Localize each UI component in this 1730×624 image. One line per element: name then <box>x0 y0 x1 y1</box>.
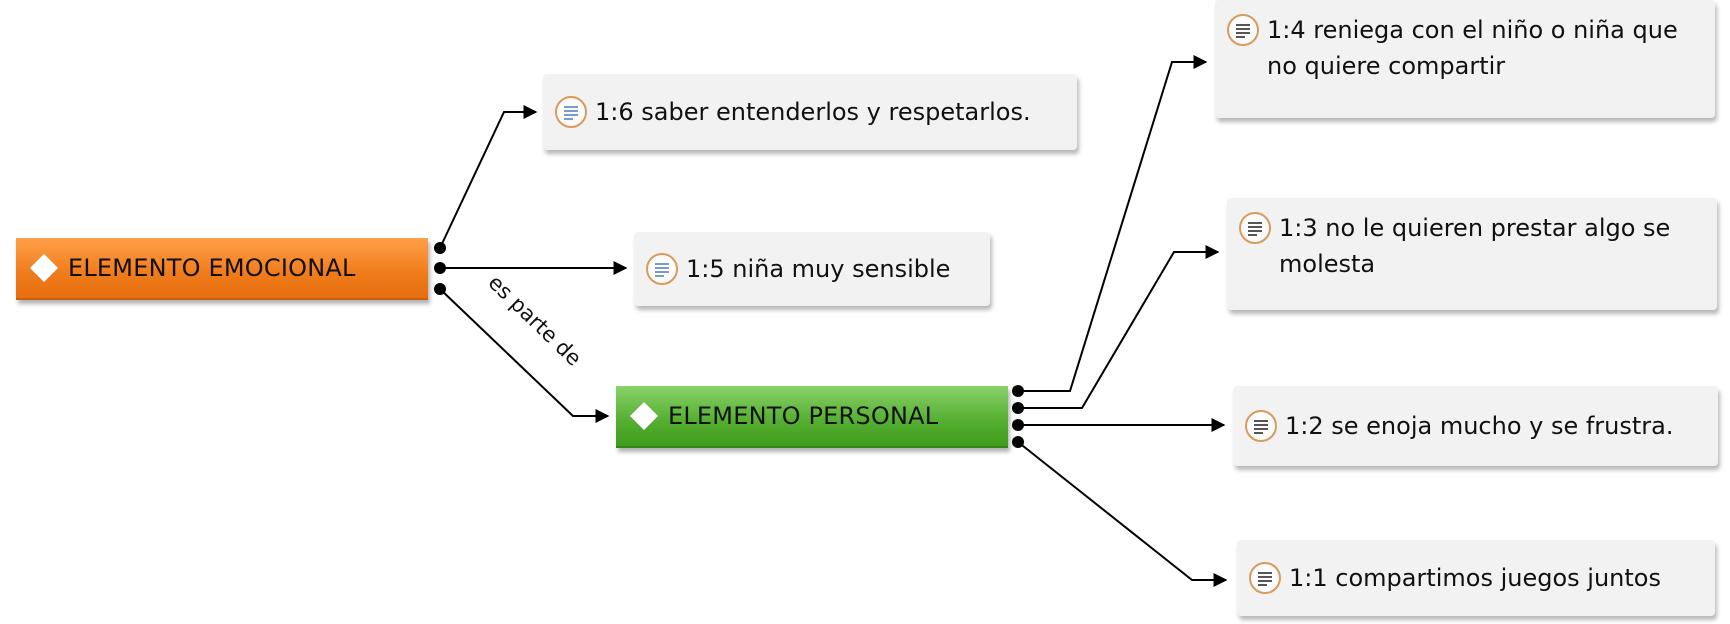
port-dot <box>1012 419 1024 431</box>
document-icon <box>1249 562 1281 594</box>
code-label: 1:1 compartimos juegos juntos <box>1289 564 1661 592</box>
code-label: 1:5 niña muy sensible <box>686 255 951 283</box>
category-label: ELEMENTO EMOCIONAL <box>68 254 356 282</box>
document-icon <box>646 253 678 285</box>
category-elemento-personal[interactable]: ELEMENTO PERSONAL <box>616 386 1008 448</box>
code-node-1-5[interactable]: 1:5 niña muy sensible <box>634 232 990 306</box>
code-node-1-3[interactable]: 1:3 no le quieren prestar algo se molest… <box>1227 198 1717 310</box>
code-node-1-1[interactable]: 1:1 compartimos juegos juntos <box>1237 540 1715 616</box>
link-personal-to-1-3 <box>1018 245 1220 409</box>
code-node-1-6[interactable]: 1:6 saber entenderlos y respetarlos. <box>543 74 1077 150</box>
port-dot <box>434 283 446 295</box>
document-icon <box>555 96 587 128</box>
port-dot <box>1012 436 1024 448</box>
link-emocional-to-personal <box>439 288 610 423</box>
code-label: 1:4 reniega con el niño o niña que no qu… <box>1267 16 1678 80</box>
code-label: 1:3 no le quieren prestar algo se molest… <box>1279 214 1671 278</box>
link-emocional-to-1-6 <box>439 105 538 249</box>
category-elemento-emocional[interactable]: ELEMENTO EMOCIONAL <box>16 238 428 300</box>
port-dot <box>434 262 446 274</box>
port-dot <box>434 242 446 254</box>
code-label: 1:2 se enoja mucho y se frustra. <box>1285 412 1674 440</box>
relation-label: es parte de <box>484 270 587 370</box>
code-node-1-4[interactable]: 1:4 reniega con el niño o niña que no qu… <box>1215 0 1715 118</box>
code-label: 1:6 saber entenderlos y respetarlos. <box>595 98 1031 126</box>
document-icon <box>1245 410 1277 442</box>
document-icon <box>1239 212 1271 244</box>
code-node-1-2[interactable]: 1:2 se enoja mucho y se frustra. <box>1233 386 1718 466</box>
port-dot <box>1012 402 1024 414</box>
port-dot <box>1012 385 1024 397</box>
link-personal-to-1-1 <box>1017 441 1228 587</box>
category-label: ELEMENTO PERSONAL <box>668 402 939 430</box>
document-icon <box>1227 14 1259 46</box>
link-personal-to-1-4 <box>1018 55 1208 392</box>
diamond-icon <box>29 253 59 283</box>
diamond-icon <box>629 401 659 431</box>
